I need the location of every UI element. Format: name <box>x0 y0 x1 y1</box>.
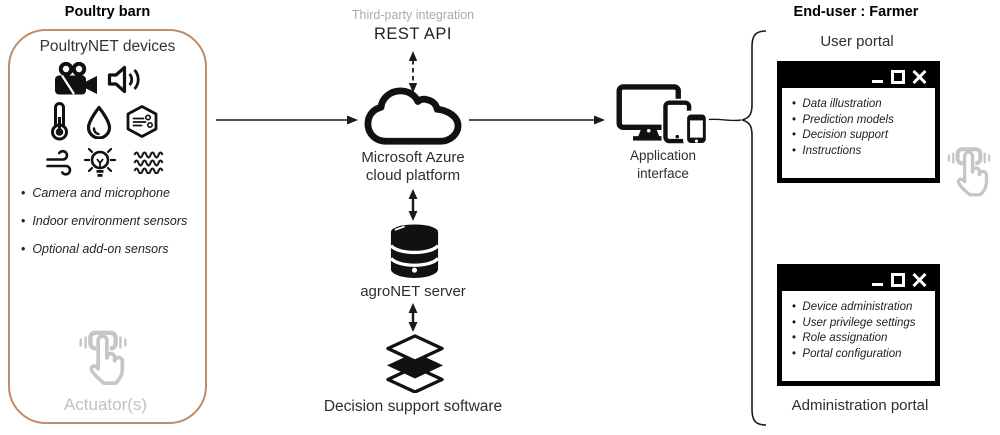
admin-portal-bullet: Role assignation <box>792 331 931 347</box>
admin-portal-window: Device administration User privilege set… <box>777 264 940 386</box>
double-arrow-cloud-server <box>408 189 418 221</box>
decision-support-label: Decision support software <box>323 398 503 415</box>
rest-api-label: REST API <box>374 25 452 43</box>
humidity-drop-icon <box>86 105 112 139</box>
user-portal-bullet: Instructions <box>792 144 931 160</box>
speaker-icon <box>107 65 140 94</box>
user-portal-label: User portal <box>820 33 894 50</box>
application-interface-label-line1: Application <box>629 148 697 163</box>
third-party-integration-label: Third-party integration <box>351 8 475 22</box>
admin-portal-titlebar <box>782 269 935 291</box>
curly-brace <box>741 30 767 426</box>
maximize-icon <box>891 70 905 84</box>
close-icon <box>912 273 927 287</box>
poultry-barn-box <box>8 29 207 424</box>
application-devices-icon <box>616 84 709 145</box>
air-quality-hexagon-icon <box>126 105 158 138</box>
light-bulb-icon <box>83 147 117 177</box>
poultry-barn-title: Poultry barn <box>64 4 151 20</box>
user-portal-titlebar <box>782 66 935 88</box>
user-portal-window: Data illustration Prediction models Deci… <box>777 61 940 183</box>
admin-portal-bullet: Device administration <box>792 300 931 316</box>
decision-support-layers-icon <box>386 334 444 393</box>
agronet-server-label: agroNET server <box>360 283 466 300</box>
user-portal-bullet: Data illustration <box>792 97 931 113</box>
video-camera-icon <box>55 62 97 95</box>
user-portal-bullet: Prediction models <box>792 113 931 129</box>
thermometer-icon <box>51 102 68 141</box>
end-user-title: End-user : Farmer <box>793 4 919 20</box>
actuator-label: Actuator(s) <box>63 395 148 414</box>
device-bullet: Optional add-on sensors <box>21 242 168 256</box>
double-arrow-server-dss <box>408 303 418 332</box>
maximize-icon <box>891 273 905 287</box>
arrow-cloud-to-app <box>469 115 605 125</box>
dashed-arrow-restapi-cloud <box>408 51 418 93</box>
minimize-icon <box>872 283 883 286</box>
admin-portal-bullet: Portal configuration <box>792 347 931 363</box>
agronet-server-icon <box>389 224 440 278</box>
application-interface-label-line2: interface <box>637 166 689 181</box>
wind-icon <box>46 149 72 176</box>
poultrynet-devices-title: PoultryNET devices <box>39 38 176 55</box>
user-tap-icon <box>947 147 991 197</box>
arrow-devices-to-cloud <box>216 115 358 125</box>
device-bullet: Indoor environment sensors <box>21 214 187 228</box>
minimize-icon <box>872 80 883 83</box>
admin-portal-bullet: User privilege settings <box>792 316 931 332</box>
azure-cloud-icon <box>364 87 462 145</box>
user-portal-bullet: Decision support <box>792 128 931 144</box>
actuator-tap-icon <box>79 330 127 386</box>
device-bullet: Camera and microphone <box>21 186 170 200</box>
azure-cloud-label-line2: cloud platform <box>365 167 461 184</box>
azure-cloud-label: Microsoft Azure cloud platform <box>338 149 488 185</box>
water-waves-icon <box>133 151 164 174</box>
close-icon <box>912 70 927 84</box>
azure-cloud-label-line1: Microsoft Azure <box>361 149 465 166</box>
admin-portal-label: Administration portal <box>791 397 929 414</box>
application-interface-label: Application interface <box>598 147 728 183</box>
